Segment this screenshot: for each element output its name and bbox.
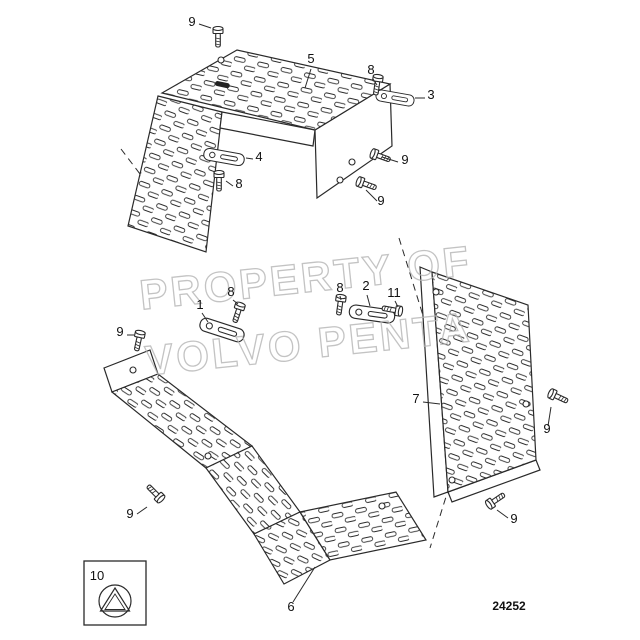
- bolt-icon: [213, 169, 225, 192]
- callout-9: 9: [401, 152, 408, 167]
- callout-9: 9: [116, 324, 123, 339]
- caution-symbol-box: [83, 560, 147, 626]
- bolt-icon: [143, 481, 167, 505]
- callout-8: 8: [227, 284, 234, 299]
- bottom-guard-part-6: [103, 349, 427, 585]
- top-cover-part-5: [127, 49, 393, 253]
- callout-9: 9: [188, 14, 195, 29]
- callout-labels: 9 5 8 3 4 9 8 9 8 1 8 2 11 9 7 9 9 9 10 6: [90, 14, 551, 614]
- callout-8: 8: [367, 62, 374, 77]
- watermark-line-2: VOLVO PENTA: [143, 303, 474, 384]
- callout-1: 1: [196, 297, 203, 312]
- callout-2: 2: [362, 278, 369, 293]
- bolt-icon: [483, 489, 508, 511]
- leader-lines: [127, 23, 552, 603]
- callout-6: 6: [287, 599, 294, 614]
- drawing-number: 24252: [492, 599, 526, 613]
- callout-11: 11: [387, 285, 401, 300]
- callout-8: 8: [336, 280, 343, 295]
- bolt-icon: [212, 25, 224, 48]
- callout-3: 3: [427, 87, 434, 102]
- symbol-circle: [98, 584, 132, 618]
- warning-triangle-inner: [104, 593, 126, 610]
- callout-7: 7: [412, 391, 419, 406]
- side-panel-part-7: [419, 266, 541, 503]
- callout-9: 9: [543, 421, 550, 436]
- callout-9: 9: [126, 506, 133, 521]
- callout-10: 10: [90, 568, 104, 583]
- callout-4: 4: [255, 149, 262, 164]
- callout-9: 9: [510, 511, 517, 526]
- callout-9: 9: [377, 193, 384, 208]
- warning-triangle-icon: [99, 586, 131, 612]
- bolt-icon: [546, 387, 571, 407]
- callout-5: 5: [307, 51, 314, 66]
- callout-8: 8: [235, 176, 242, 191]
- handle-slot: [214, 81, 230, 89]
